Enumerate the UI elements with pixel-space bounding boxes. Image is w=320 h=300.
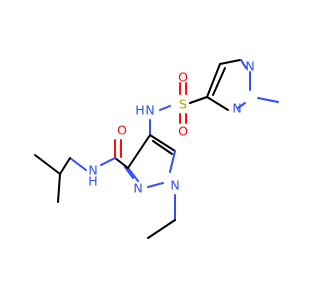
atom-label-sulfur: S [179, 97, 187, 112]
atom-label-hydrogen: H [88, 174, 97, 189]
atom-label-oxygen: O [178, 124, 188, 139]
bond [206, 96, 229, 111]
canvas-background [0, 0, 300, 300]
ethylpyrazole-ring [124, 119, 176, 188]
atom-labels: N N O S O N H O N H N N [88, 59, 254, 196]
atom-label-oxygen: O [117, 123, 127, 138]
bond [147, 182, 164, 188]
atom-label-nitrogen: N [88, 163, 97, 178]
atom-label-nitrogen: N [232, 101, 241, 116]
bond [127, 134, 151, 169]
bond [59, 157, 71, 175]
atom-label-hydrogen: H [135, 103, 144, 118]
atom-label-nitrogen: N [133, 181, 142, 196]
bond [219, 59, 241, 65]
bond [124, 166, 134, 179]
bond [237, 102, 246, 109]
atom-label-nitrogen: N [245, 59, 254, 74]
bond [114, 157, 129, 169]
bond [127, 167, 139, 182]
atom-label-oxygen: O [178, 70, 188, 85]
carboxamide-group [100, 139, 129, 169]
atom-label-nitrogen: N [170, 178, 179, 193]
bond [34, 154, 61, 175]
bond [57, 173, 61, 203]
molecule-structure: N N O S O N H O N H N N [0, 0, 300, 300]
bond [147, 219, 176, 239]
bond [212, 67, 226, 96]
bond [257, 97, 279, 103]
bond [149, 134, 176, 152]
methylpyrazole-ring [206, 59, 279, 111]
sulfonyl-group [159, 82, 208, 124]
bond [169, 150, 176, 173]
bond [159, 105, 171, 111]
bond [69, 157, 87, 171]
bond [240, 59, 247, 69]
isobutyl-group [34, 154, 87, 203]
ethyl-group [147, 194, 176, 239]
bond [100, 157, 116, 166]
bond [189, 96, 208, 104]
atom-label-nitrogen: N [145, 103, 154, 118]
bond [152, 140, 173, 155]
bond [206, 63, 221, 98]
